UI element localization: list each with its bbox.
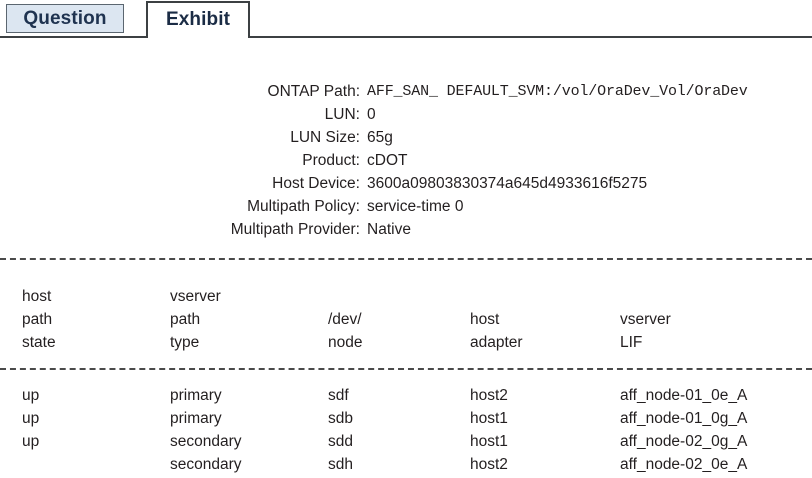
table-header-divider	[0, 368, 812, 370]
detail-row-host-device: Host Device: 3600a09803830374a645d493361…	[0, 175, 812, 198]
table-row: secondary sdh host2 aff_node-02_0e_A	[0, 456, 812, 478]
table-cell-host-adapter: host2	[470, 456, 508, 473]
table-cell-vserver-path-type: secondary	[170, 433, 242, 450]
table-cell-dev-node: sdd	[328, 433, 353, 450]
detail-value-multipath-policy: service-time 0	[367, 198, 464, 215]
table-cell-vserver-lif: aff_node-02_0g_A	[620, 433, 748, 450]
table-header-cell: path	[170, 311, 201, 328]
detail-value-host-device: 3600a09803830374a645d4933616f5275	[367, 175, 648, 192]
table-header-cell: node	[328, 334, 363, 351]
detail-row-product: Product: cDOT	[0, 152, 812, 175]
table-header-cell: type	[170, 334, 200, 351]
table-header-line: path path /dev/ host vserver	[0, 311, 812, 333]
table-cell-dev-node: sdb	[328, 410, 353, 427]
detail-label: Product:	[302, 152, 360, 169]
detail-value-lun: 0	[367, 106, 376, 123]
table-cell-vserver-lif: aff_node-01_0g_A	[620, 410, 748, 427]
table-cell-vserver-path-type: secondary	[170, 456, 242, 473]
table-cell-host-path-state: up	[22, 410, 40, 427]
lun-detail-block: ONTAP Path: AFF_SAN_ DEFAULT_SVM:/vol/Or…	[0, 83, 812, 244]
table-header-cell: path	[22, 311, 53, 328]
detail-value-lun-size: 65g	[367, 129, 393, 146]
table-cell-dev-node: sdf	[328, 387, 349, 404]
table-cell-vserver-path-type: primary	[170, 410, 222, 427]
table-header-cell: vserver	[170, 288, 221, 305]
table-header-line: state type node adapter LIF	[0, 334, 812, 356]
detail-value-multipath-provider: Native	[367, 221, 411, 238]
table-row: up secondary sdd host1 aff_node-02_0g_A	[0, 433, 812, 455]
detail-value-product: cDOT	[367, 152, 408, 169]
table-cell-dev-node: sdh	[328, 456, 353, 473]
detail-row-multipath-policy: Multipath Policy: service-time 0	[0, 198, 812, 221]
table-row: up primary sdf host2 aff_node-01_0e_A	[0, 387, 812, 409]
detail-label: Host Device:	[272, 175, 360, 192]
table-header-cell: vserver	[620, 311, 671, 328]
table-header-line: host vserver	[0, 288, 812, 310]
table-cell-host-path-state: up	[22, 387, 40, 404]
table-row: up primary sdb host1 aff_node-01_0g_A	[0, 410, 812, 432]
active-tab-notch	[148, 35, 248, 39]
table-cell-vserver-lif: aff_node-02_0e_A	[620, 456, 748, 473]
detail-row-lun: LUN: 0	[0, 106, 812, 129]
detail-value-ontap-path: AFF_SAN_ DEFAULT_SVM:/vol/OraDev_Vol/Ora…	[367, 83, 748, 100]
detail-label: LUN:	[324, 106, 360, 123]
table-header-cell: state	[22, 334, 56, 351]
detail-label: ONTAP Path:	[267, 83, 360, 100]
detail-label: Multipath Provider:	[230, 221, 360, 238]
table-header-cell: /dev/	[328, 311, 362, 328]
tab-question[interactable]: Question	[6, 4, 124, 33]
tab-strip: Question Exhibit	[0, 0, 812, 39]
table-top-divider	[0, 258, 812, 260]
detail-label: LUN Size:	[290, 129, 360, 146]
table-header-cell: LIF	[620, 334, 643, 351]
table-header-cell: host	[22, 288, 52, 305]
detail-label: Multipath Policy:	[247, 198, 360, 215]
table-header-cell: host	[470, 311, 500, 328]
detail-row-multipath-provider: Multipath Provider: Native	[0, 221, 812, 244]
tab-strip-baseline	[0, 36, 812, 38]
table-cell-host-path-state: up	[22, 433, 40, 450]
table-cell-host-adapter: host1	[470, 410, 508, 427]
table-cell-vserver-path-type: primary	[170, 387, 222, 404]
tab-exhibit[interactable]: Exhibit	[146, 1, 250, 37]
detail-row-ontap-path: ONTAP Path: AFF_SAN_ DEFAULT_SVM:/vol/Or…	[0, 83, 812, 106]
table-cell-host-adapter: host1	[470, 433, 508, 450]
table-cell-vserver-lif: aff_node-01_0e_A	[620, 387, 748, 404]
table-cell-host-adapter: host2	[470, 387, 508, 404]
detail-row-lun-size: LUN Size: 65g	[0, 129, 812, 152]
table-header-cell: adapter	[470, 334, 523, 351]
